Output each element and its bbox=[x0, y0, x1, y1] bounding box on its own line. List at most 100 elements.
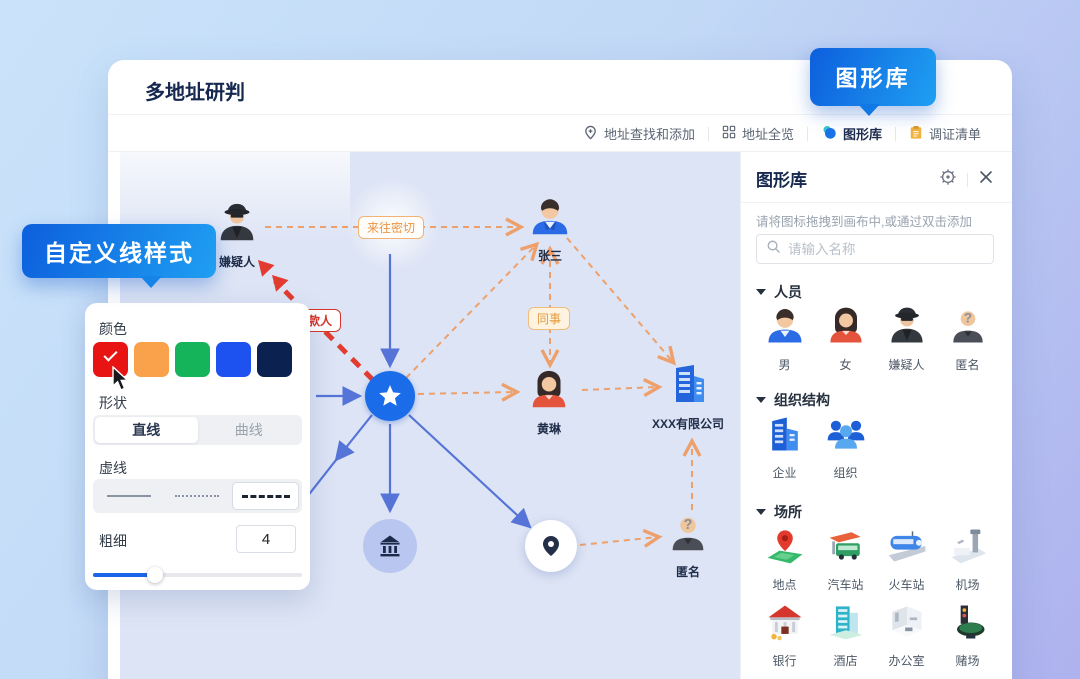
section-header-organization[interactable]: 组织结构 bbox=[756, 390, 830, 410]
shape-option-curved[interactable]: 曲线 bbox=[234, 422, 263, 438]
train-icon bbox=[885, 524, 929, 573]
shape-option-straight[interactable]: 直线 bbox=[95, 417, 198, 443]
location-pin-icon bbox=[525, 520, 577, 572]
mouse-cursor bbox=[111, 365, 133, 397]
toolbar-item-evidence-list[interactable]: 调证清单 bbox=[896, 124, 994, 143]
library-item-anonymous[interactable]: ? 匿名 bbox=[937, 304, 998, 373]
library-item-office[interactable]: 办公室 bbox=[876, 600, 937, 669]
library-item-label: 赌场 bbox=[955, 654, 980, 668]
library-item-train-station[interactable]: 火车站 bbox=[876, 524, 937, 593]
library-item-suspect[interactable]: 嫌疑人 bbox=[876, 304, 937, 373]
places-icon-row-1: 地点 汽车站 火车站 bbox=[754, 524, 998, 593]
toolbar-label: 地址全览 bbox=[741, 127, 794, 142]
close-icon[interactable] bbox=[978, 169, 994, 190]
color-swatch-orange[interactable] bbox=[134, 342, 169, 377]
library-item-label: 企业 bbox=[772, 466, 797, 480]
library-callout: 图形库 bbox=[810, 48, 936, 116]
node-star[interactable] bbox=[365, 371, 415, 421]
library-item-male[interactable]: 男 bbox=[754, 304, 815, 373]
library-item-enterprise[interactable]: 企业 bbox=[754, 412, 815, 481]
solid-line-icon bbox=[106, 495, 151, 497]
people-icon-row: 男 女 嫌疑人 ? 匿名 bbox=[754, 304, 998, 373]
custom-red-edge[interactable] bbox=[258, 260, 375, 382]
callout-text: 图形库 bbox=[835, 66, 911, 91]
library-item-casino[interactable]: 赌场 bbox=[937, 600, 998, 669]
library-item-airport[interactable]: 机场 bbox=[937, 524, 998, 593]
dash-option-dashed[interactable] bbox=[232, 482, 299, 510]
man-icon bbox=[527, 194, 573, 245]
woman-icon bbox=[526, 367, 572, 418]
node-anonymous[interactable]: ? 匿名 bbox=[665, 510, 711, 580]
bank-icon bbox=[363, 519, 417, 573]
node-location-pin[interactable] bbox=[525, 520, 577, 572]
graph-canvas[interactable]: 来往密切 同事 款人 嫌疑人 张三 黄琳 bbox=[120, 152, 740, 679]
color-swatch-green[interactable] bbox=[175, 342, 210, 377]
toolbar-label: 调证清单 bbox=[928, 127, 981, 142]
toolbar-label: 图形库 bbox=[842, 127, 882, 142]
toolbar: 地址查找和添加 地址全览 图形库 调证清单 bbox=[570, 115, 994, 152]
node-zhangsan[interactable]: 张三 bbox=[527, 194, 573, 264]
dash-option-solid[interactable] bbox=[96, 482, 161, 510]
node-suspect[interactable]: 嫌疑人 bbox=[214, 200, 260, 270]
section-title: 人员 bbox=[774, 284, 802, 300]
weight-slider[interactable] bbox=[93, 567, 302, 583]
library-item-bus-station[interactable]: 汽车站 bbox=[815, 524, 876, 593]
node-bank[interactable] bbox=[363, 519, 417, 573]
star-node-icon bbox=[365, 371, 415, 421]
color-swatch-red[interactable] bbox=[93, 342, 128, 377]
suspect-icon bbox=[885, 304, 929, 353]
section-title: 组织结构 bbox=[774, 392, 830, 408]
slider-handle[interactable] bbox=[147, 567, 163, 583]
line-style-popup: 颜色 形状 直线 曲线 虚线 粗细 bbox=[85, 303, 310, 590]
library-item-location[interactable]: 地点 bbox=[754, 524, 815, 593]
library-item-label: 嫌疑人 bbox=[888, 358, 925, 372]
node-company[interactable]: XXX有限公司 bbox=[652, 360, 724, 432]
places-icon-row-2: 银行 酒店 办公室 赌 bbox=[754, 600, 998, 669]
chevron-down-icon bbox=[756, 397, 766, 403]
slider-fill bbox=[93, 573, 155, 577]
panel-actions bbox=[939, 168, 994, 191]
color-swatch-blue[interactable] bbox=[216, 342, 251, 377]
weight-input[interactable] bbox=[236, 525, 296, 553]
dash-label: 虚线 bbox=[99, 460, 127, 476]
evidence-list-icon bbox=[909, 125, 923, 143]
section-title: 场所 bbox=[774, 504, 802, 520]
library-item-female[interactable]: 女 bbox=[815, 304, 876, 373]
anonymous-icon: ? bbox=[665, 510, 711, 561]
node-huanglin[interactable]: 黄琳 bbox=[526, 367, 572, 437]
shapes-library-icon bbox=[821, 124, 837, 143]
man-icon bbox=[763, 304, 807, 353]
toolbar-item-address-overview[interactable]: 地址全览 bbox=[709, 124, 807, 143]
organization-icon bbox=[824, 412, 868, 461]
toolbar-row bbox=[108, 115, 1012, 152]
suspect-icon bbox=[214, 200, 260, 251]
section-header-places[interactable]: 场所 bbox=[756, 502, 802, 522]
bus-station-icon bbox=[824, 524, 868, 573]
settings-gear-icon[interactable] bbox=[939, 168, 957, 191]
toolbar-item-library[interactable]: 图形库 bbox=[808, 124, 895, 143]
section-header-people[interactable]: 人员 bbox=[756, 282, 802, 302]
dotted-line-icon bbox=[174, 495, 219, 497]
panel-hint: 请将图标拖拽到画布中,或通过双击添加 bbox=[756, 215, 972, 229]
casino-icon bbox=[946, 600, 990, 649]
node-label: 匿名 bbox=[675, 565, 700, 579]
node-label: 嫌疑人 bbox=[218, 255, 255, 269]
edge-label-close-contact[interactable]: 来往密切 bbox=[358, 216, 425, 239]
toolbar-item-address-search[interactable]: 地址查找和添加 bbox=[570, 124, 708, 143]
woman-icon bbox=[824, 304, 868, 353]
edge-label-colleague[interactable]: 同事 bbox=[528, 307, 571, 330]
svg-text:?: ? bbox=[684, 517, 693, 533]
search-icon bbox=[766, 239, 781, 259]
library-item-hotel[interactable]: 酒店 bbox=[815, 600, 876, 669]
page-title: 多地址研判 bbox=[145, 82, 245, 104]
dash-option-dotted[interactable] bbox=[164, 482, 229, 510]
node-label: 张三 bbox=[537, 249, 562, 263]
library-item-organization[interactable]: 组织 bbox=[815, 412, 876, 481]
company-building-icon bbox=[664, 360, 712, 413]
library-item-bank[interactable]: 银行 bbox=[754, 600, 815, 669]
search-box[interactable] bbox=[756, 234, 994, 264]
check-icon bbox=[103, 347, 118, 362]
color-swatch-navy[interactable] bbox=[257, 342, 292, 377]
search-input[interactable] bbox=[788, 241, 984, 257]
shape-segmented-control: 直线 曲线 bbox=[93, 415, 302, 445]
